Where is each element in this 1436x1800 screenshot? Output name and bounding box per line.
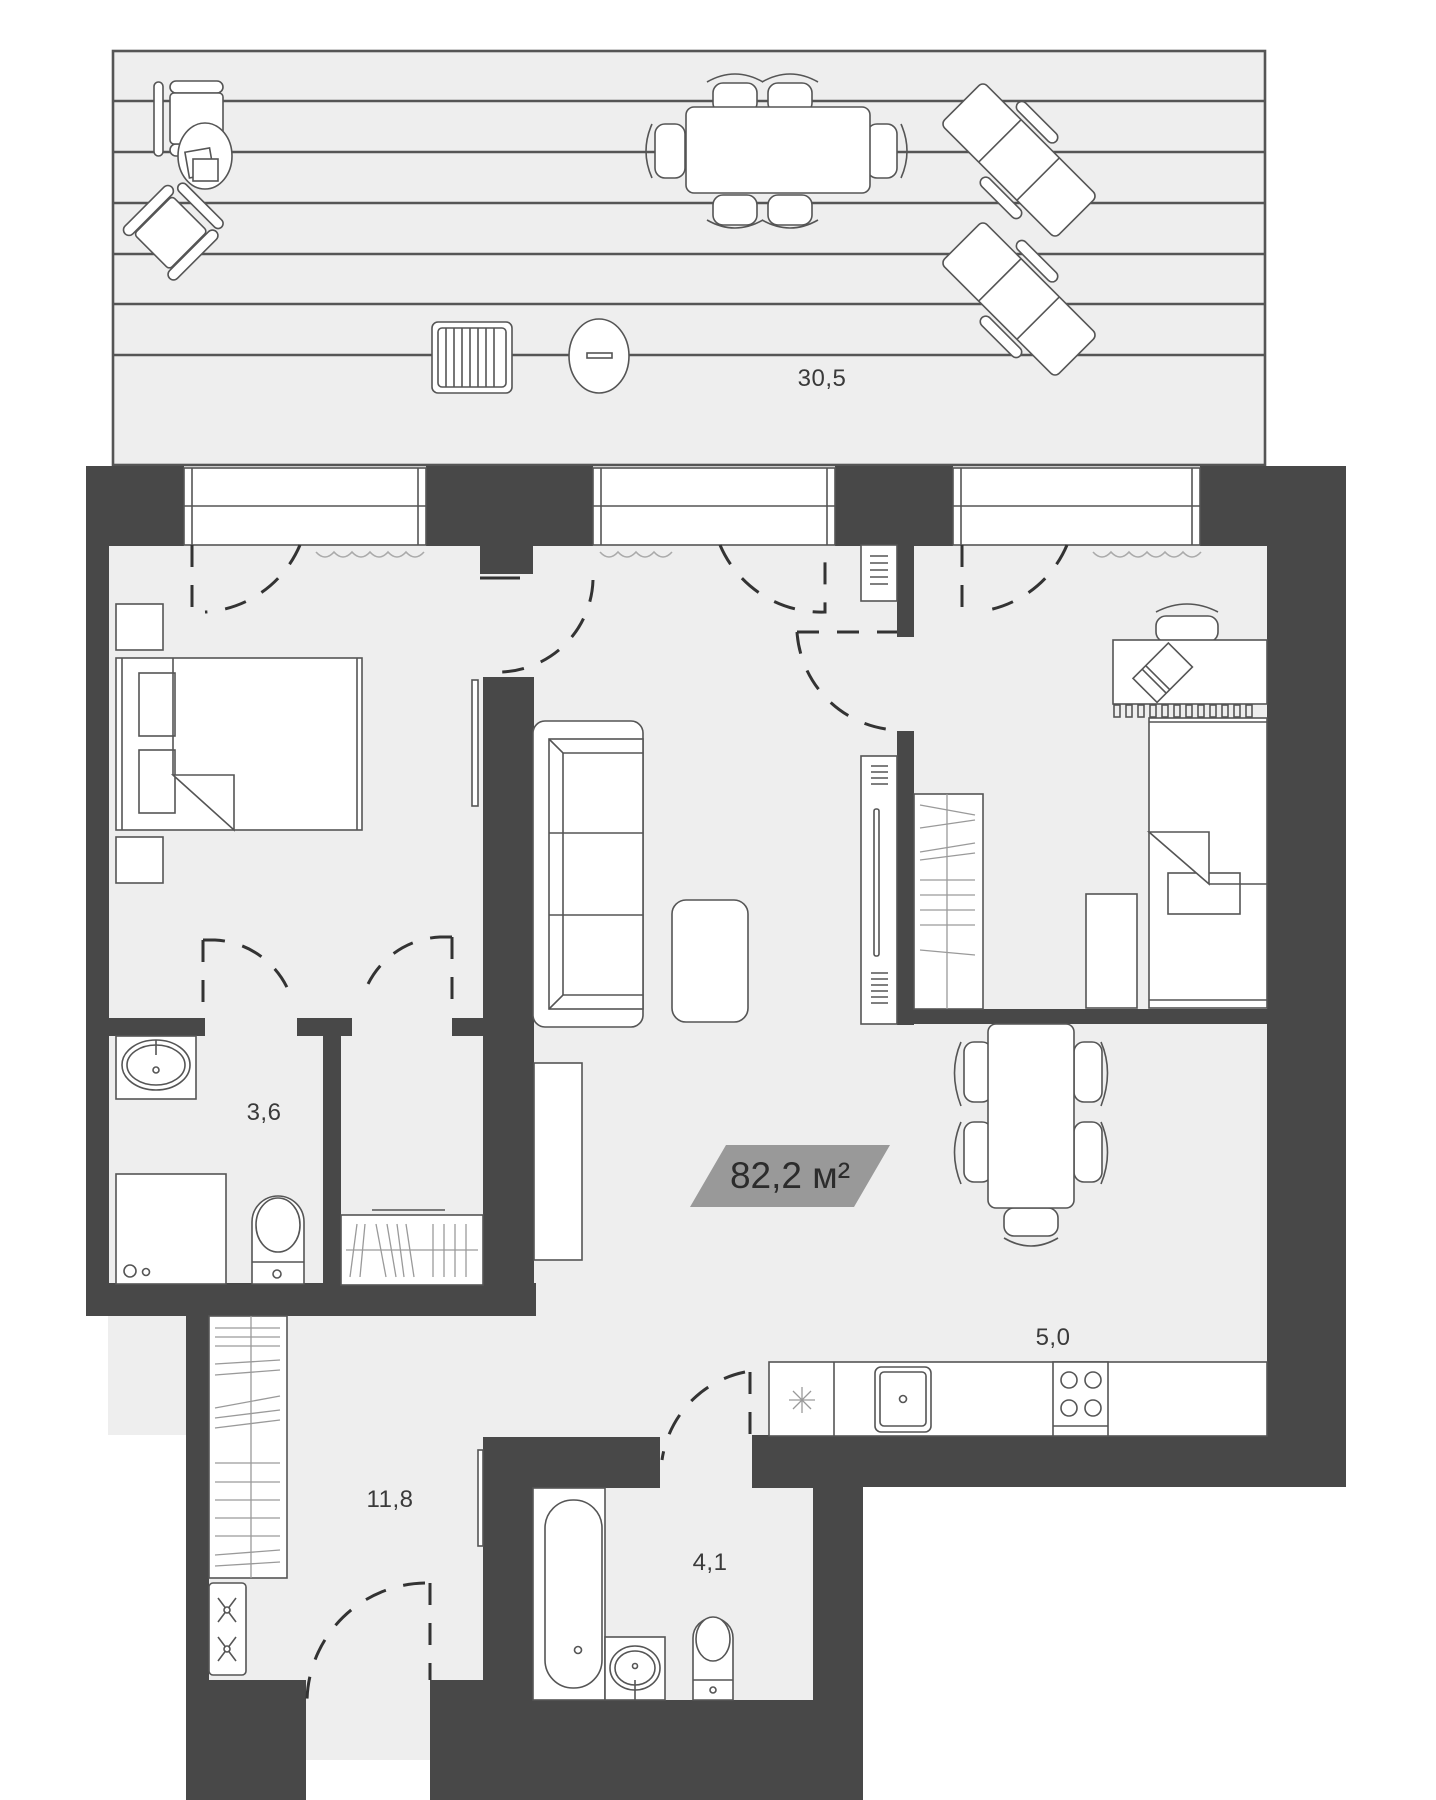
shower-icon [115, 1173, 227, 1285]
windows [183, 467, 1202, 558]
bathroom [532, 1487, 734, 1701]
curtain [599, 550, 673, 558]
walls [86, 466, 1346, 1800]
bathroom-small [115, 1035, 305, 1285]
fridge-icon [789, 1387, 815, 1413]
toilet-icon [692, 1616, 734, 1701]
window-living [592, 467, 836, 546]
curtain [1092, 550, 1202, 558]
doors [190, 544, 1069, 1701]
hallway [208, 1315, 484, 1676]
sink-icon [604, 1636, 666, 1701]
stove-icon [208, 1582, 247, 1676]
tv-stand-icon [860, 755, 898, 1025]
desk-icon [1112, 603, 1268, 718]
bedroom-2 [913, 603, 1268, 1010]
nightstand-icon [115, 603, 164, 651]
wall-mirror [471, 679, 479, 807]
kitchen-counter [768, 1361, 1268, 1437]
wall-mirror [477, 1449, 484, 1547]
closet [340, 1209, 484, 1286]
wardrobe-icon [913, 793, 984, 1010]
curtain [315, 550, 425, 558]
bedroom [115, 603, 479, 884]
room-area-hallway: 11,8 [366, 1486, 414, 1513]
bathtub-icon [532, 1487, 606, 1701]
toilet-icon [251, 1195, 305, 1285]
console-icon [533, 1062, 583, 1261]
terrace [111, 49, 1267, 467]
total-area-badge: 82,2 м² [690, 1145, 890, 1207]
living-room [532, 544, 898, 1261]
total-area-text: 82,2 м² [690, 1155, 890, 1197]
sun-lounger-icon [942, 222, 1096, 376]
dining-table-icon [953, 1023, 1109, 1247]
grill-icon [431, 321, 513, 394]
total-area-unit: м² [812, 1155, 851, 1196]
window-bedroom-2 [952, 467, 1201, 546]
bed-icon [1146, 717, 1268, 1009]
room-area-bathroom: 4,1 [692, 1549, 728, 1576]
window-bedroom [183, 467, 427, 546]
fire-pit-icon [568, 318, 630, 394]
kitchen [768, 1023, 1268, 1437]
radiator-icon [860, 544, 898, 602]
dining-table-icon [645, 73, 908, 229]
sink-icon [115, 1035, 197, 1100]
bed-icon [115, 657, 363, 832]
coffee-table-icon [177, 122, 233, 190]
armchair-icon [122, 182, 224, 281]
sink-icon [874, 1366, 932, 1433]
total-area-value: 82,2 [729, 1155, 802, 1196]
nightstand-icon [115, 836, 164, 884]
sun-lounger-icon [942, 83, 1096, 237]
room-area-terrace: 30,5 [797, 365, 847, 392]
room-area-kitchen: 5,0 [1035, 1324, 1071, 1351]
stove-icon [1052, 1361, 1109, 1437]
sofa-icon [532, 720, 644, 1028]
coffee-table-icon [671, 899, 749, 1023]
total-area-badge-bg [690, 1145, 890, 1207]
wardrobe-icon [208, 1315, 288, 1579]
room-area-bathroom-small: 3,6 [246, 1099, 282, 1126]
nightstand-icon [1085, 893, 1138, 1009]
